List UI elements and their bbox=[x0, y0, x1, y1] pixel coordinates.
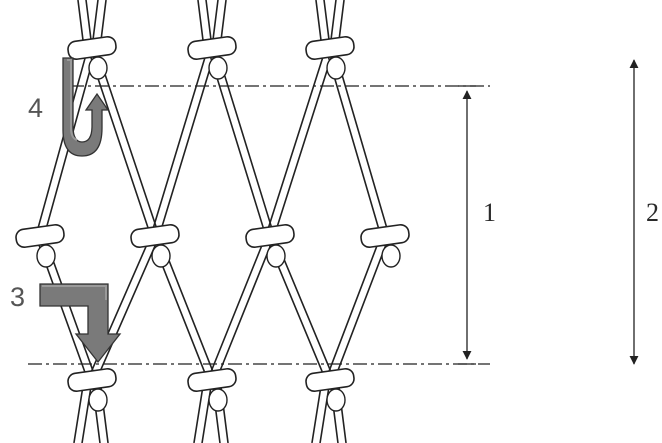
callout-1-label: 1 bbox=[483, 200, 496, 226]
knot bbox=[187, 36, 237, 79]
mesh-knots bbox=[15, 36, 410, 411]
mesh-strand bbox=[151, 47, 208, 235]
mesh-strand bbox=[36, 47, 88, 235]
callout-3-label: 3 bbox=[10, 284, 25, 311]
mesh-strand bbox=[326, 235, 381, 379]
mesh-strand bbox=[274, 49, 334, 237]
callout-2-label: 2 bbox=[646, 200, 659, 226]
mesh-strand bbox=[216, 237, 274, 381]
knot bbox=[305, 368, 355, 411]
mesh-strand bbox=[208, 235, 266, 379]
knot bbox=[187, 368, 237, 411]
knot bbox=[305, 36, 355, 79]
mesh-strand bbox=[266, 47, 326, 235]
knot bbox=[67, 368, 117, 411]
knot bbox=[245, 224, 295, 267]
knot bbox=[67, 36, 117, 79]
mesh-strand bbox=[159, 49, 216, 237]
callout-4-label: 4 bbox=[28, 95, 43, 122]
mesh-strand bbox=[334, 237, 389, 381]
knot bbox=[360, 224, 410, 267]
knot bbox=[15, 224, 65, 267]
knot bbox=[130, 224, 180, 267]
bent-down-arrow-icon bbox=[40, 284, 120, 362]
